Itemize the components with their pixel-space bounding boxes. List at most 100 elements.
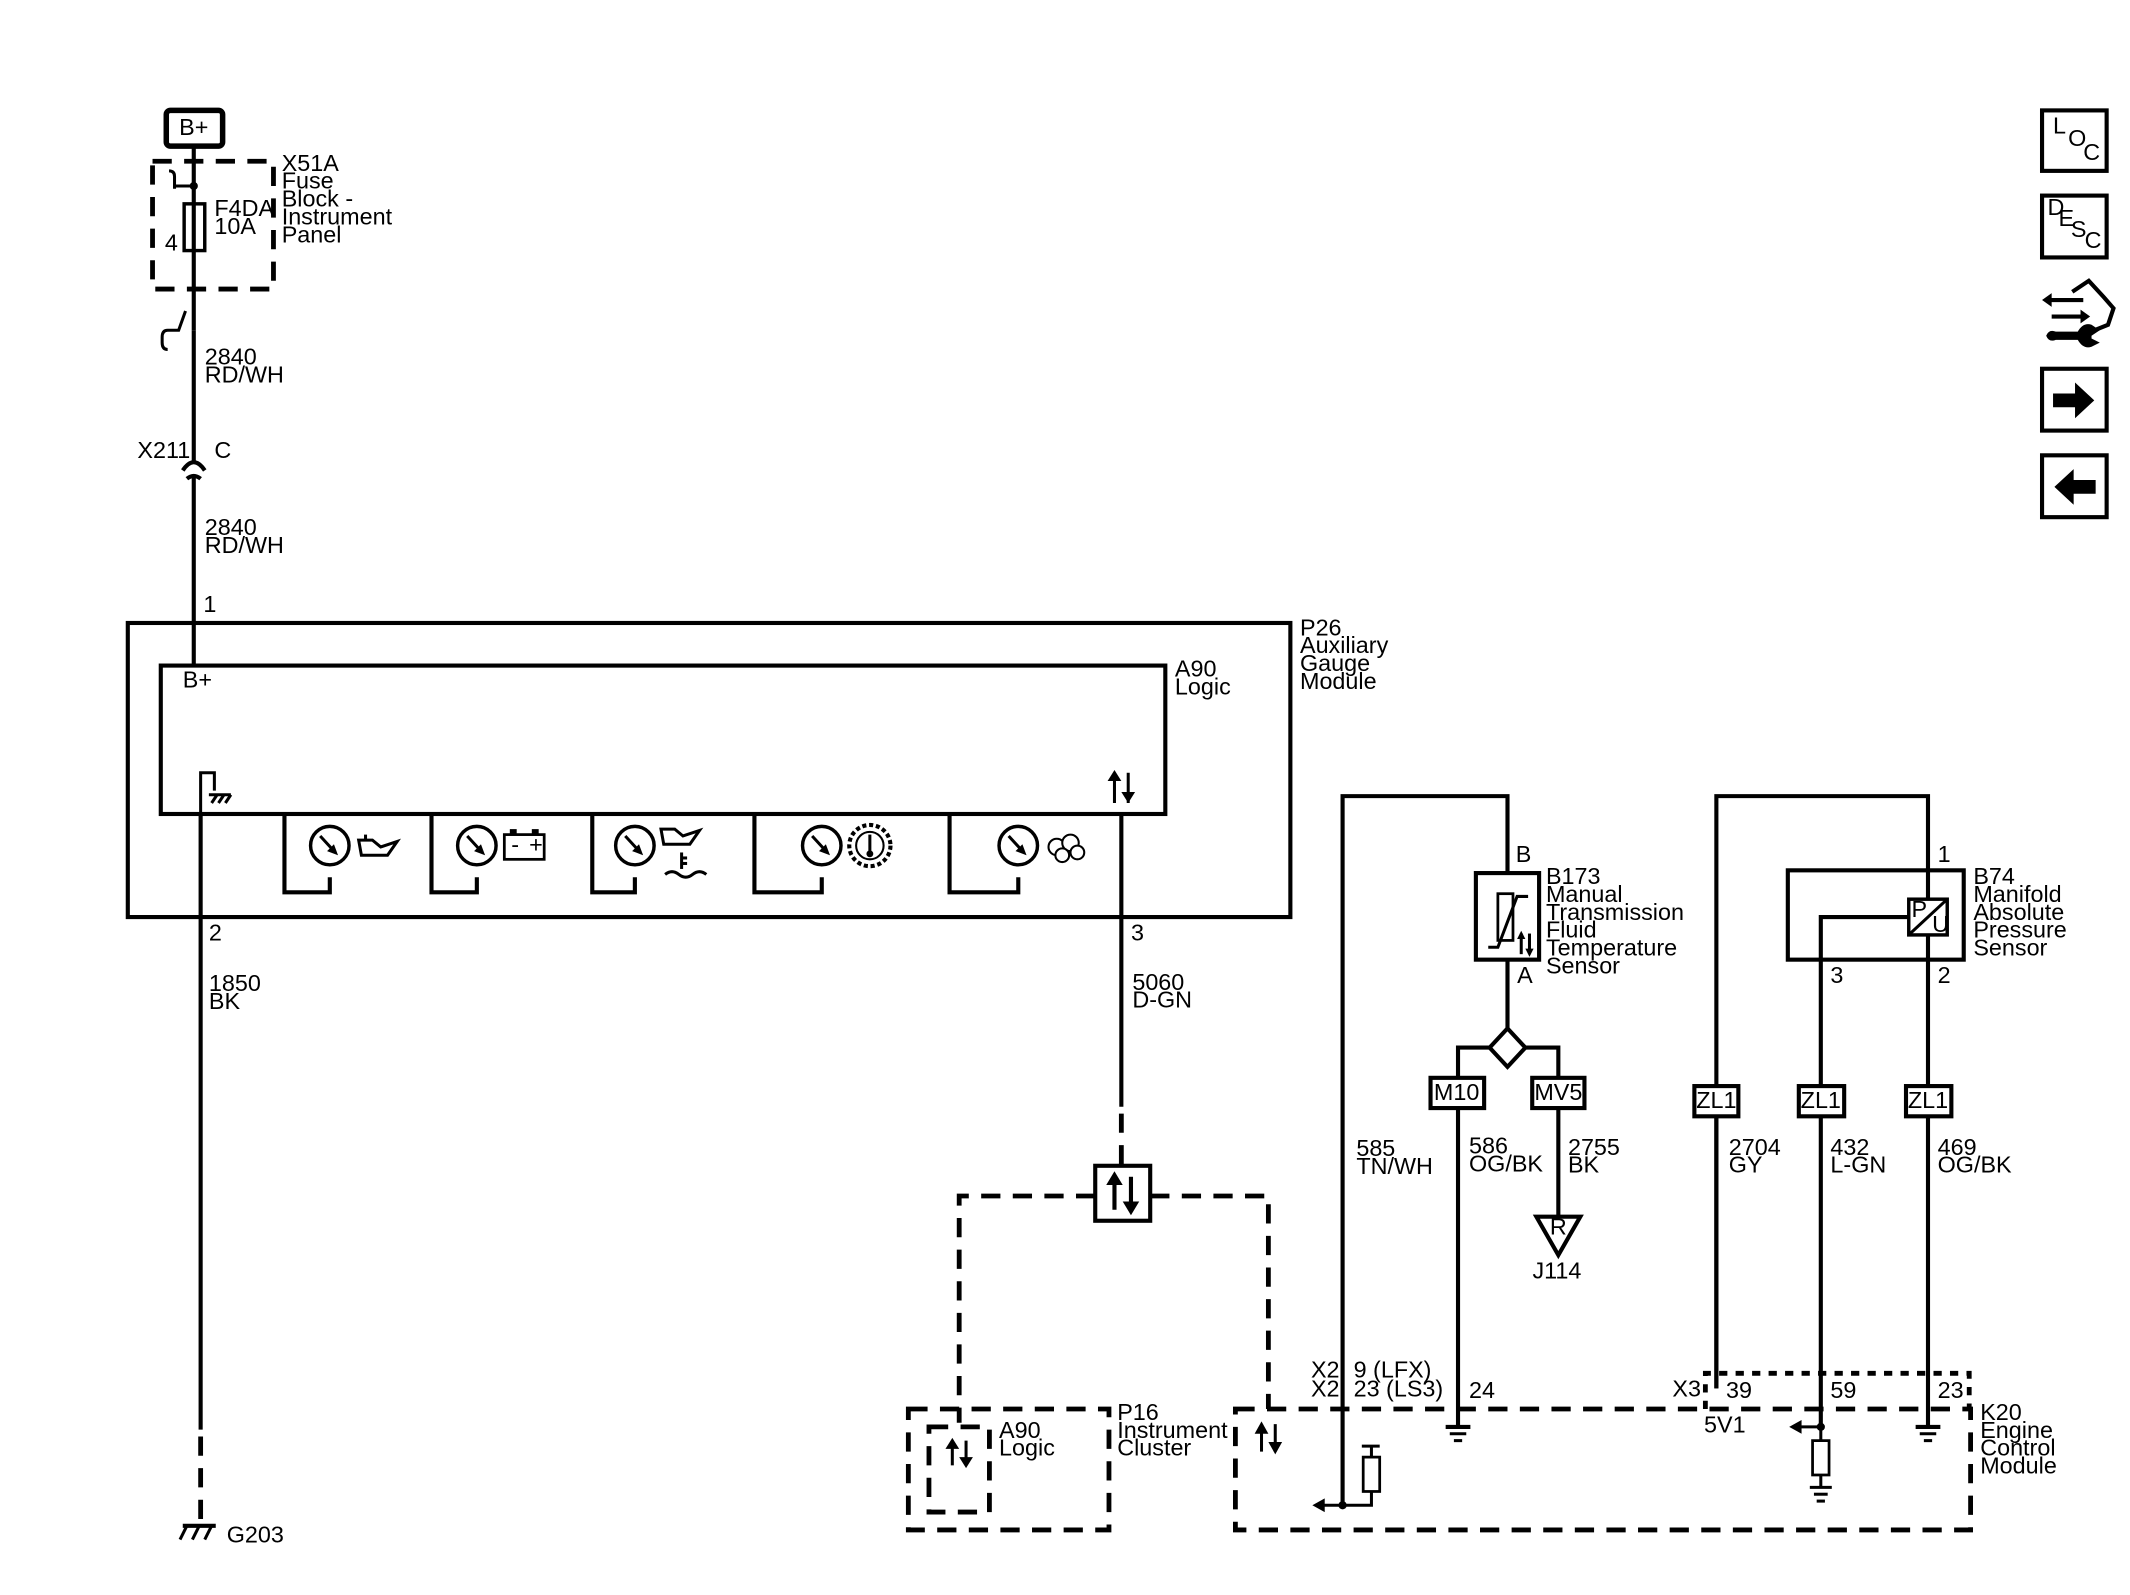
svg-text:Sensor: Sensor xyxy=(1973,935,2047,961)
k20-pin-39: 39 xyxy=(1726,1377,1752,1403)
fuse-label: F4DA xyxy=(214,195,274,221)
x2-label-1: X2 xyxy=(1311,1356,1340,1382)
connector-wrench-icon xyxy=(2042,278,2116,348)
wire-432: 432 xyxy=(1830,1134,1869,1160)
svg-text:Manifold: Manifold xyxy=(1973,881,2061,907)
svg-text:ZL1: ZL1 xyxy=(1908,1087,1948,1113)
svg-text:Pressure: Pressure xyxy=(1973,917,2066,943)
svg-text:Engine: Engine xyxy=(1980,1417,2053,1443)
wire-1850: 1850 xyxy=(209,970,261,996)
ground-g203-icon xyxy=(178,1523,216,1541)
k20-pin-23: 23 xyxy=(1938,1377,1964,1403)
svg-text:Instrument: Instrument xyxy=(1117,1417,1228,1443)
ecm-ground-24-icon xyxy=(1445,1424,1471,1443)
wire-2755: 2755 xyxy=(1568,1134,1620,1160)
previous-button[interactable] xyxy=(2039,453,2109,520)
svg-text:Manual: Manual xyxy=(1546,881,1623,907)
p16-label: P16 Instrument Cluster xyxy=(1117,1399,1228,1461)
svg-text:Block -: Block - xyxy=(282,186,353,212)
b74-label: B74 Manifold Absolute Pressure Sensor xyxy=(1973,863,2066,960)
k20-pin-59: 59 xyxy=(1830,1377,1856,1403)
fuse-block-label: X51A Fuse Block - Instrument Panel xyxy=(282,150,393,247)
b173-pin-b: B xyxy=(1516,841,1532,867)
k20-5v1-label: 5V1 xyxy=(1704,1411,1746,1437)
b74-pin-1: 1 xyxy=(1938,841,1951,867)
loc-button[interactable]: L O C xyxy=(2039,108,2109,173)
svg-text:Module: Module xyxy=(1980,1453,2057,1479)
pressure-transducer-icon: P U xyxy=(1907,896,1949,937)
wire-469: 469 xyxy=(1938,1134,1977,1160)
p26-pin-3: 3 xyxy=(1131,919,1144,945)
svg-text:Fuse: Fuse xyxy=(282,168,334,194)
k20-label: K20 Engine Control Module xyxy=(1980,1399,2057,1479)
a90-logic-outline xyxy=(158,663,1168,817)
p26-pin-1: 1 xyxy=(203,591,216,617)
svg-text:U: U xyxy=(1932,911,1949,937)
fuse-pin: 4 xyxy=(165,230,178,256)
gauge-oil-temp-icon xyxy=(613,824,708,879)
b74-pin-3: 3 xyxy=(1830,962,1843,988)
svg-text:Cluster: Cluster xyxy=(1117,1435,1191,1461)
svg-text:Absolute: Absolute xyxy=(1973,899,2064,925)
wire-2755-color: BK xyxy=(1568,1152,1600,1178)
svg-text:Temperature: Temperature xyxy=(1546,935,1677,961)
svg-text:C: C xyxy=(2085,227,2102,253)
x2-pin-lfx: 9 (LFX) xyxy=(1354,1356,1432,1382)
b74-pin-2: 2 xyxy=(1938,962,1951,988)
wire-2840-b: 2840 xyxy=(205,514,257,540)
ecm-ground-23-icon xyxy=(1915,1424,1941,1443)
k20-x3-connector-outline xyxy=(1702,1370,1972,1410)
wire-2704: 2704 xyxy=(1729,1134,1781,1160)
j114-label: J114 xyxy=(1533,1257,1582,1283)
svg-text:E: E xyxy=(2059,205,2075,231)
svg-text:-: - xyxy=(511,831,519,857)
p16-a90-logic-outline xyxy=(926,1424,992,1515)
svg-text:C: C xyxy=(2083,139,2100,165)
gauge-oil-pressure-icon xyxy=(308,824,402,867)
svg-text:X51A: X51A xyxy=(282,150,340,176)
wire-586-color: OG/BK xyxy=(1469,1150,1543,1176)
svg-text:P26: P26 xyxy=(1300,614,1342,640)
svg-text:M10: M10 xyxy=(1434,1079,1479,1105)
svg-text:R: R xyxy=(1550,1213,1567,1239)
gauge-boost-icon xyxy=(997,824,1086,867)
k20-pin-24: 24 xyxy=(1469,1377,1495,1403)
svg-text:B74: B74 xyxy=(1973,863,2015,889)
svg-text:D: D xyxy=(2048,194,2065,220)
wire-469-color: OG/BK xyxy=(1938,1152,2012,1178)
desc-button[interactable]: D E S C xyxy=(2039,193,2109,260)
gauge-trans-temp-icon xyxy=(800,822,893,869)
ecm-pulldown-59-icon xyxy=(1789,1420,1832,1503)
svg-text:B173: B173 xyxy=(1546,863,1601,889)
svg-text:Panel: Panel xyxy=(282,221,342,247)
internal-ground-icon xyxy=(199,771,233,814)
p26-module-outline xyxy=(125,620,1293,920)
svg-text:Fluid: Fluid xyxy=(1546,917,1597,943)
wire-585-color: TN/WH xyxy=(1356,1153,1433,1179)
wire-2704-color: GY xyxy=(1729,1152,1763,1178)
option-m10-box xyxy=(1428,1075,1487,1111)
a90-bplus-pin: B+ xyxy=(183,667,212,693)
svg-text:ZL1: ZL1 xyxy=(1801,1087,1841,1113)
pullup-resistor-icon xyxy=(1312,1444,1382,1513)
connector-wrench-button[interactable] xyxy=(2042,278,2116,348)
next-button[interactable] xyxy=(2039,366,2109,433)
arrow-right-icon xyxy=(2053,382,2095,419)
wire-586: 586 xyxy=(1469,1132,1508,1158)
x2-label-2: X2 xyxy=(1311,1376,1340,1402)
x211-label: X211 xyxy=(137,437,190,463)
x3-label: X3 xyxy=(1672,1376,1701,1402)
b173-pin-a: A xyxy=(1517,962,1533,988)
inline-terminal-icon xyxy=(160,310,187,352)
svg-text:Instrument: Instrument xyxy=(282,203,393,229)
k20-data-arrows-icon xyxy=(1254,1421,1283,1455)
svg-text:Control: Control xyxy=(1980,1435,2055,1461)
svg-text:Transmission: Transmission xyxy=(1546,899,1684,925)
option-diamond-icon xyxy=(1486,1025,1529,1070)
p16-cluster-outline xyxy=(905,1406,1112,1533)
j114-ground-ref-icon xyxy=(1532,1214,1584,1260)
x2-pin-ls3: 23 (LS3) xyxy=(1354,1376,1444,1402)
wire-5060-color: D-GN xyxy=(1132,987,1192,1013)
x211-pin: C xyxy=(214,437,231,463)
svg-text:Gauge: Gauge xyxy=(1300,650,1370,676)
